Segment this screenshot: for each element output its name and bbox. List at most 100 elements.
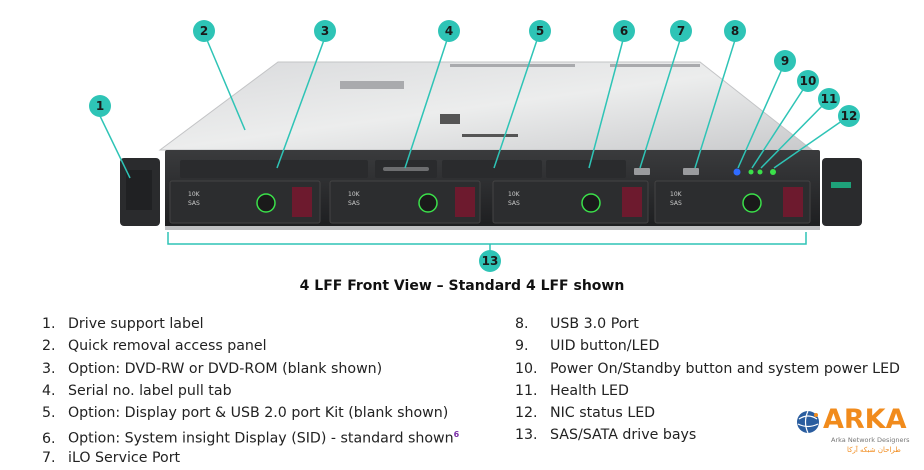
callout-9: 9	[774, 50, 796, 72]
server-front-view-diagram: 10K SAS 10K SAS 10K SAS 10K SAS	[89, 20, 862, 272]
logo-wordmark: ARKA	[823, 404, 907, 435]
legend-number: 12.	[515, 405, 538, 422]
drive-activity-icon	[742, 193, 762, 213]
drive-rpm: 10K	[508, 191, 521, 198]
legend-text: Serial no. label pull tab	[68, 382, 232, 399]
legend-number: 11.	[515, 382, 538, 399]
svg-text:3: 3	[321, 24, 329, 38]
legend-text: Drive support label	[68, 316, 204, 332]
legend-text: USB 3.0 Port	[550, 316, 639, 332]
drive-interface: SAS	[348, 200, 360, 207]
left-rack-ear	[120, 158, 160, 226]
legend-item: 6. Option: System insight Display (SID) -…	[42, 424, 460, 448]
legend-right: 8. USB 3.0 Port 9.UID button/LED 10. Power…	[515, 313, 900, 447]
legend-number: 3.	[42, 360, 56, 377]
svg-text:12: 12	[841, 109, 858, 123]
globe-icon	[797, 410, 819, 434]
callout-8: 8	[724, 20, 746, 42]
svg-text:8: 8	[731, 24, 739, 38]
drive-release-latch[interactable]	[783, 187, 803, 217]
legend-item: 8. USB 3.0 Port	[515, 313, 900, 335]
callout-2: 2	[193, 20, 215, 42]
drive-bay-3[interactable]: 10K SAS	[492, 180, 649, 224]
drive-release-latch[interactable]	[622, 187, 642, 217]
legend-number: 6.	[42, 431, 56, 448]
legend-item: 5. Option: Display port & USB 2.0 port Ki…	[42, 402, 459, 424]
drive-bay-1[interactable]: 10K SAS	[169, 180, 321, 224]
svg-text:10: 10	[800, 74, 817, 88]
uid-led[interactable]	[733, 168, 741, 176]
svg-text:4: 4	[445, 24, 453, 38]
callout-5: 5	[529, 20, 551, 42]
legend-text: SAS/SATA drive bays	[550, 427, 697, 444]
usb-3-port[interactable]	[683, 168, 699, 175]
right-rack-ear	[822, 158, 862, 226]
legend-number: 8.	[515, 316, 529, 332]
drive-bay-2[interactable]: 10K SAS	[329, 180, 481, 224]
leader-lines	[99, 39, 850, 179]
legend-text: Health LED	[550, 382, 629, 399]
legend-number: 7.	[42, 449, 56, 466]
legend-item: 7.iLO Service Port	[42, 447, 459, 469]
ilo-service-port[interactable]	[634, 168, 650, 175]
top-vents	[340, 64, 700, 89]
drive-release-latch[interactable]	[292, 187, 312, 217]
legend-number: 13.	[515, 427, 538, 444]
front-vent-row	[180, 160, 626, 178]
callout-7: 7	[670, 20, 692, 42]
nic-status-led	[770, 169, 776, 175]
drive-activity-icon	[418, 193, 438, 213]
legend-text: Quick removal access panel	[68, 338, 267, 355]
legend-number: 9.	[515, 338, 529, 355]
drive-interface: SAS	[188, 200, 200, 207]
drive-interface: SAS	[670, 200, 682, 207]
power-led[interactable]	[748, 169, 754, 175]
legend-item: 10. Power On/Standby button and system po…	[515, 358, 900, 380]
drive-rpm: 10K	[188, 191, 201, 198]
drive-activity-icon	[581, 193, 601, 213]
legend-item: 11. Health LED	[515, 380, 900, 402]
drive-rpm: 10K	[348, 191, 361, 198]
callout-3: 3	[314, 20, 336, 42]
legend-item: 13. SAS/SATA drive bays	[515, 424, 900, 446]
svg-text:11: 11	[821, 92, 838, 106]
legend-item: 12.NIC status LED	[515, 402, 900, 424]
legend-text: Option: System insight Display (SID) - s…	[68, 431, 454, 448]
footnote-link[interactable]: 6	[453, 430, 460, 440]
legend-text: Option: Display port & USB 2.0 port Kit …	[68, 405, 449, 422]
drive-release-latch[interactable]	[455, 187, 475, 217]
callout-13: 13	[479, 250, 501, 272]
drive-interface: SAS	[508, 200, 520, 207]
legend-left: 1. Drive support label 2.Quick removal ac…	[42, 313, 459, 469]
svg-text:7: 7	[677, 24, 685, 38]
legend-number: 1.	[42, 316, 56, 332]
figure-caption: 4 LFF Front View – Standard 4 LFF shown	[299, 278, 625, 294]
legend-number: 4.	[42, 382, 56, 399]
drive-bay-4[interactable]: 10K SAS	[654, 180, 811, 224]
legend-item: 2.Quick removal access panel	[42, 335, 459, 357]
legend-item: 9.UID button/LED	[515, 335, 900, 357]
svg-text:13: 13	[482, 254, 499, 268]
svg-text:9: 9	[781, 54, 789, 68]
hpe-logo-icon	[831, 182, 851, 188]
callout-12: 12	[838, 105, 860, 127]
health-led	[757, 169, 763, 175]
callout-4: 4	[438, 20, 460, 42]
svg-text:5: 5	[536, 24, 544, 38]
callout-1: 1	[89, 95, 111, 117]
arka-logo: ARKA Arka Network Designers طراحان شبکه …	[795, 405, 920, 465]
top-label-plate	[440, 114, 460, 124]
svg-text:6: 6	[620, 24, 628, 38]
serial-label-pull-tab[interactable]	[383, 167, 429, 171]
logo-persian-subtitle: طراحان شبکه آرکا	[847, 446, 901, 454]
legend-number: 10.	[515, 360, 538, 377]
legend-item: 1. Drive support label	[42, 313, 459, 335]
callout-6: 6	[613, 20, 635, 42]
legend-text: Power On/Standby button and system power…	[550, 360, 900, 377]
legend-item: 4. Serial no. label pull tab	[42, 380, 459, 402]
logo-subtitle: Arka Network Designers	[831, 436, 910, 444]
legend-text: Option: DVD-RW or DVD-ROM (blank shown)	[68, 360, 383, 377]
callout-11: 11	[818, 88, 840, 110]
legend-number: 5.	[42, 405, 56, 422]
svg-text:1: 1	[96, 99, 104, 113]
